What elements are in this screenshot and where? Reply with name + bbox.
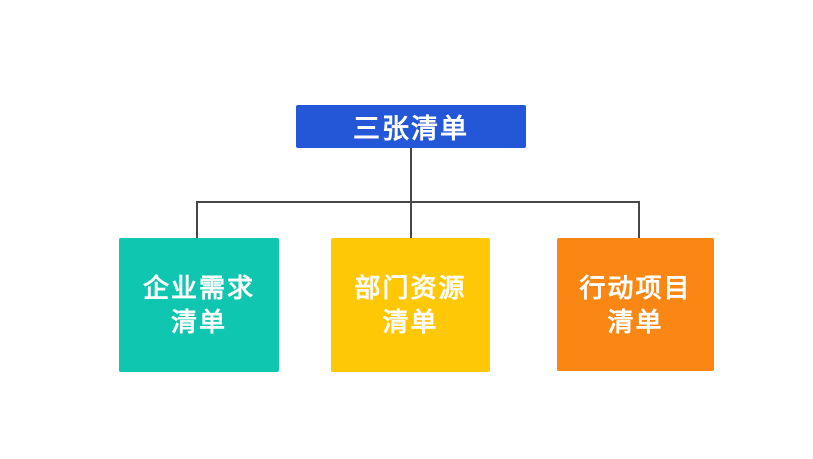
root-node-label: 三张清单 — [353, 114, 469, 144]
child-node-enterprise-needs-list: 企业需求 清单 — [119, 238, 279, 372]
child-node-department-resources-list: 部门资源 清单 — [331, 238, 490, 372]
connector-root-vertical — [410, 148, 412, 238]
child-node-label: 部门资源 清单 — [354, 273, 467, 337]
child-node-label: 企业需求 清单 — [142, 273, 255, 337]
child-node-action-items-list: 行动项目 清单 — [557, 238, 714, 371]
child-node-label: 行动项目 清单 — [579, 272, 692, 337]
connector-right-vertical — [638, 201, 640, 238]
root-node-three-lists: 三张清单 — [296, 105, 526, 148]
connector-left-vertical — [196, 201, 198, 238]
connector-horizontal — [196, 201, 640, 203]
